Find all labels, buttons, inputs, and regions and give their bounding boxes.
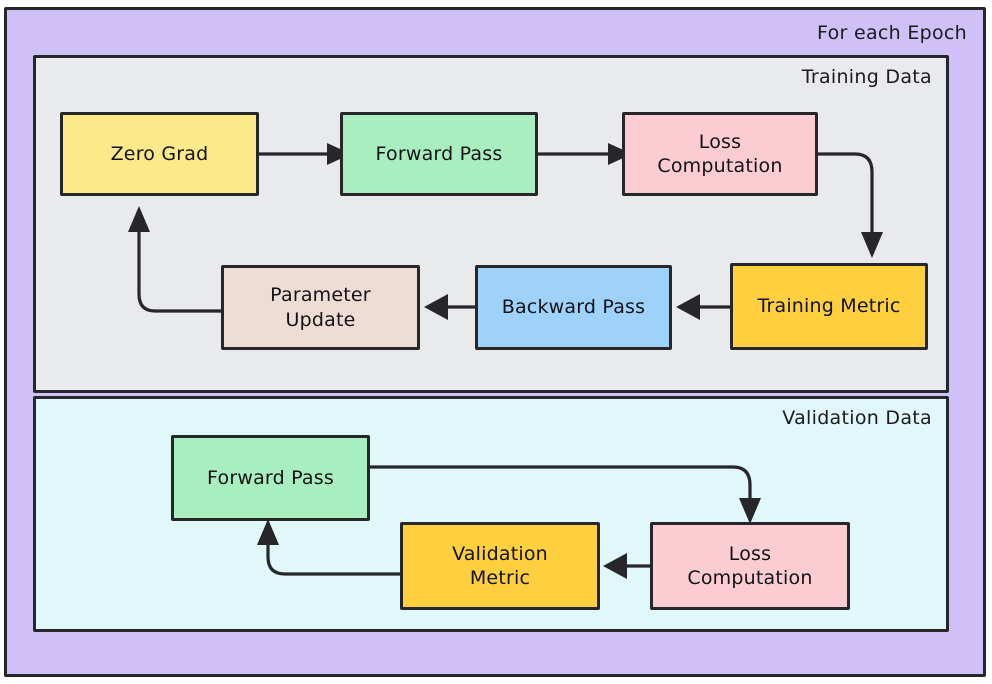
node-backward-pass[interactable]: Backward Pass <box>475 265 672 350</box>
subgraph-title-validation-data: Validation Data <box>782 407 932 429</box>
node-zero-grad[interactable]: Zero Grad <box>60 112 259 196</box>
node-validation-metric[interactable]: Validation Metric <box>400 522 600 610</box>
node-parameter-update[interactable]: Parameter Update <box>221 265 420 350</box>
node-val-loss-computation[interactable]: Loss Computation <box>650 522 850 610</box>
node-train-loss-computation[interactable]: Loss Computation <box>622 112 818 196</box>
node-val-forward-pass[interactable]: Forward Pass <box>171 435 370 521</box>
node-train-forward-pass[interactable]: Forward Pass <box>340 112 538 196</box>
node-training-metric[interactable]: Training Metric <box>730 263 928 350</box>
subgraph-title-training-data: Training Data <box>801 66 932 88</box>
subgraph-title-for-each-epoch: For each Epoch <box>817 22 967 44</box>
